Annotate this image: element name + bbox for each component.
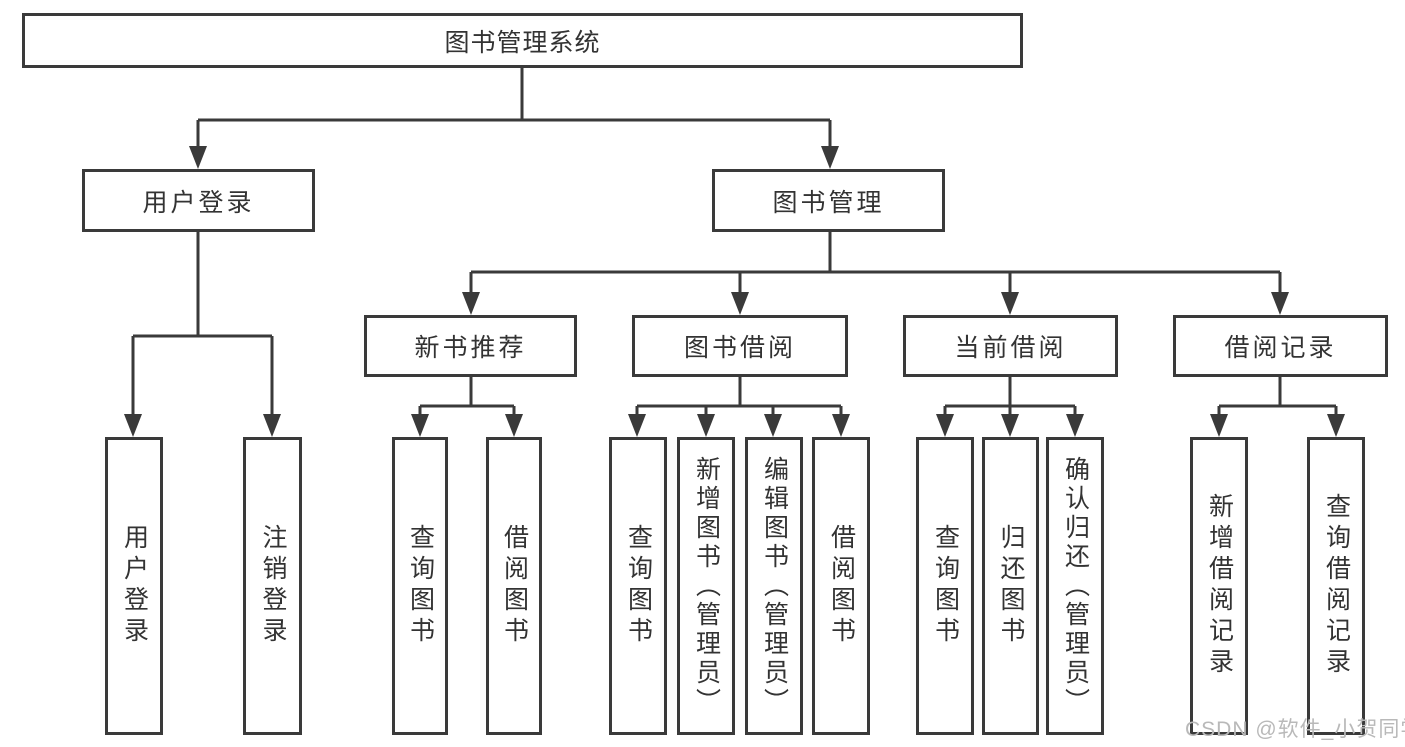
- connector-current-to-leaves: [943, 377, 1077, 415]
- leaf-bb-query-books-label: 查询图书: [624, 524, 653, 648]
- connector-records-to-leaves: [1217, 377, 1338, 415]
- node-book-management: 图书管理: [712, 169, 945, 232]
- leaf-cb-confirm-return-admin-label: 确认归还（管理员）: [1061, 455, 1090, 717]
- leaf-rec-borrow-books-label: 借阅图书: [500, 524, 529, 648]
- connector-root-to-level2: [196, 68, 832, 147]
- node-book-borrowing: 图书借阅: [632, 315, 848, 377]
- leaf-rec-borrow-books: 借阅图书: [486, 437, 542, 735]
- leaf-user-login-label: 用户登录: [120, 524, 149, 648]
- csdn-watermark: CSDN @软件_小贺同学: [1185, 718, 1405, 741]
- leaf-cb-query-books: 查询图书: [916, 437, 974, 735]
- leaf-br-add-record-label: 新增借阅记录: [1205, 493, 1234, 679]
- leaf-br-add-record: 新增借阅记录: [1190, 437, 1248, 735]
- leaf-bb-borrow-books-label: 借阅图书: [827, 524, 856, 648]
- leaf-br-query-record: 查询借阅记录: [1307, 437, 1365, 735]
- arrowheads: [124, 146, 1345, 437]
- connector-newrec-to-leaves: [418, 377, 516, 415]
- leaf-bb-query-books: 查询图书: [609, 437, 667, 735]
- leaf-cb-confirm-return-admin: 确认归还（管理员）: [1046, 437, 1104, 735]
- leaf-bb-add-books-admin: 新增图书（管理员）: [677, 437, 735, 735]
- connector-borrow-to-leaves: [635, 377, 843, 415]
- node-root-system: 图书管理系统: [22, 13, 1023, 68]
- node-user-login: 用户登录: [82, 169, 315, 232]
- leaf-bb-borrow-books: 借阅图书: [812, 437, 870, 735]
- leaf-bb-edit-books-admin-label: 编辑图书（管理员）: [760, 455, 789, 717]
- node-borrow-records: 借阅记录: [1173, 315, 1388, 377]
- leaf-user-login: 用户登录: [105, 437, 163, 735]
- connector-bookmgmt-to-level3: [469, 232, 1282, 293]
- leaf-rec-query-books-label: 查询图书: [406, 524, 435, 648]
- leaf-cb-query-books-label: 查询图书: [931, 524, 960, 648]
- leaf-bb-add-books-admin-label: 新增图书（管理员）: [692, 455, 721, 717]
- node-current-borrowing: 当前借阅: [903, 315, 1118, 377]
- leaf-logout-label: 注销登录: [259, 524, 287, 648]
- leaf-cb-return-books-label: 归还图书: [997, 524, 1025, 648]
- leaf-cb-return-books: 归还图书: [982, 437, 1039, 735]
- leaf-rec-query-books: 查询图书: [392, 437, 448, 735]
- node-new-book-recommend: 新书推荐: [364, 315, 577, 377]
- leaf-bb-edit-books-admin: 编辑图书（管理员）: [745, 437, 803, 735]
- leaf-br-query-record-label: 查询借阅记录: [1322, 493, 1351, 679]
- leaf-logout: 注销登录: [243, 437, 302, 735]
- connector-userlogin-to-leaves: [131, 232, 274, 415]
